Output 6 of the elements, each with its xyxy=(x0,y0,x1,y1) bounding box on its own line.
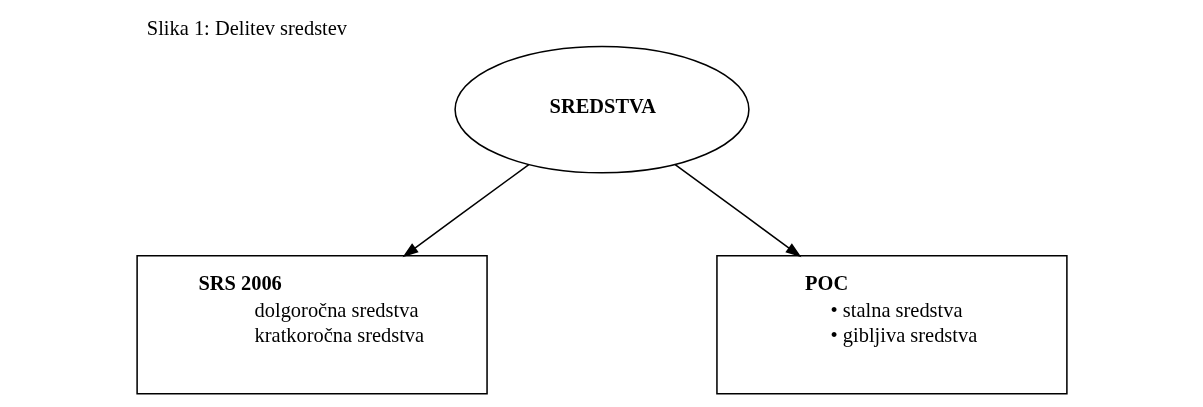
node-box: SRS 2006 dolgoročna sredstva kratkoročna sredstva xyxy=(135,255,488,395)
diagram-title: Slika 1: Delitev sredstev xyxy=(146,16,347,39)
arrow xyxy=(402,163,530,258)
node-box: POC • stalna sredstva • gibljiva sredstva xyxy=(715,255,1068,395)
arrow xyxy=(673,163,801,258)
node-ellipse: SREDSTVA xyxy=(453,45,750,174)
